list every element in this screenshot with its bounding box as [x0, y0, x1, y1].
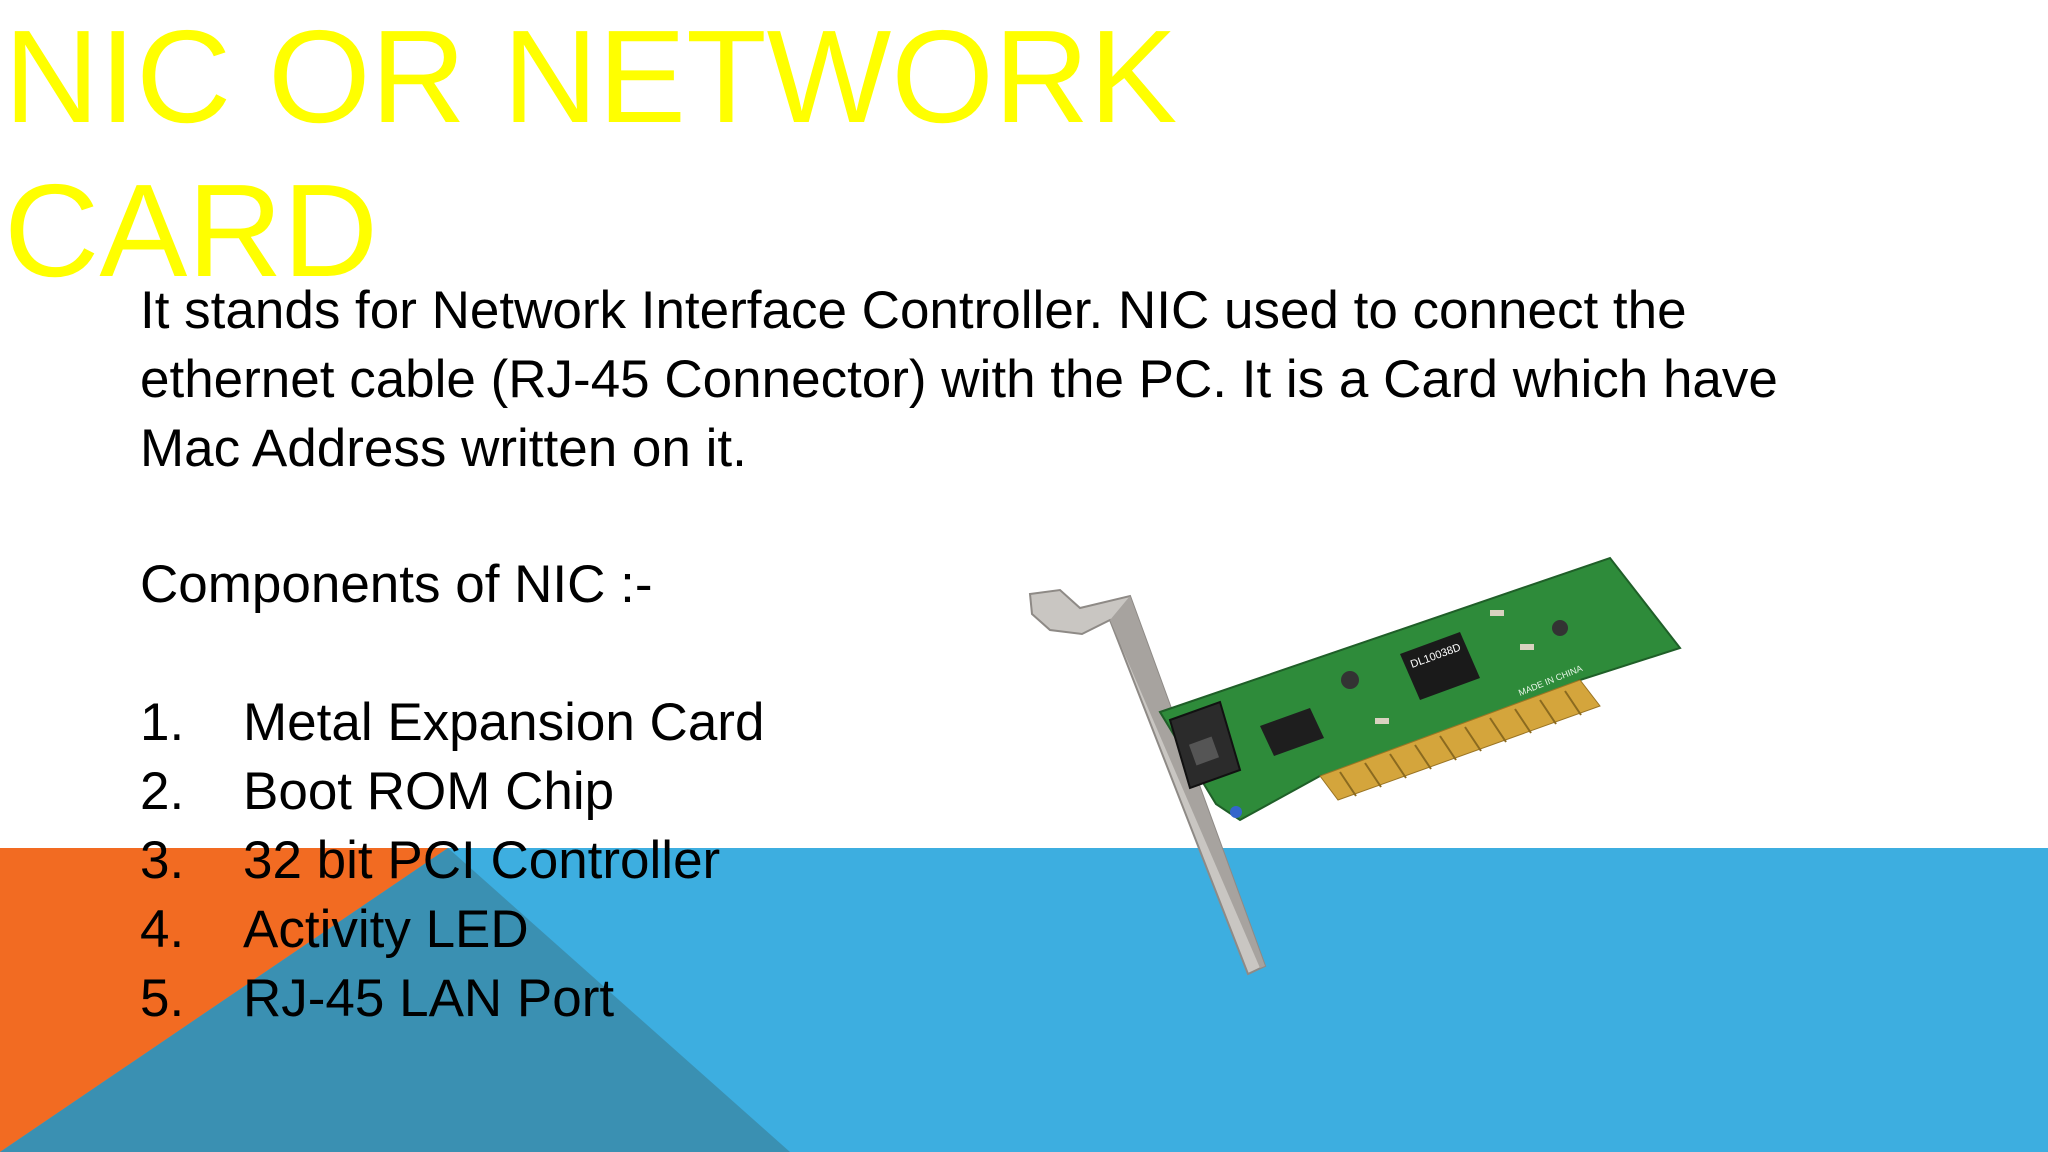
- title-line-1: NIC OR NETWORK: [4, 3, 1178, 150]
- activity-led: [1230, 806, 1242, 818]
- list-item: 4. Activity LED: [140, 895, 764, 964]
- network-card-image: DL10038D MADE IN CHINA: [1028, 556, 1682, 976]
- list-item: 3. 32 bit PCI Controller: [140, 826, 764, 895]
- controller-chip: [1400, 632, 1480, 700]
- capacitor: [1341, 671, 1359, 689]
- description: It stands for Network Interface Controll…: [140, 276, 1940, 483]
- pci-pins: [1339, 690, 1582, 797]
- dark-triangle: [0, 848, 790, 1152]
- pci-connector: [1319, 679, 1601, 801]
- resistor: [1490, 610, 1504, 616]
- list-item: 2. Boot ROM Chip: [140, 757, 764, 826]
- boot-rom-socket: [1260, 708, 1324, 756]
- list-label: Boot ROM Chip: [243, 762, 615, 821]
- list-number: 3.: [140, 831, 185, 890]
- list-label: Activity LED: [243, 900, 529, 959]
- title-line-2: CARD: [4, 157, 379, 304]
- list-item: 1. Metal Expansion Card: [140, 688, 764, 757]
- list-number: 4.: [140, 900, 185, 959]
- description-line: It stands for Network Interface Controll…: [140, 281, 1687, 340]
- resistor: [1375, 718, 1389, 724]
- list-label: 32 bit PCI Controller: [243, 831, 721, 890]
- description-line: Mac Address written on it.: [140, 419, 747, 478]
- components-list: 1. Metal Expansion Card 2. Boot ROM Chip…: [140, 688, 764, 1033]
- rj45-opening: [1188, 736, 1220, 766]
- list-label: Metal Expansion Card: [243, 693, 765, 752]
- list-number: 5.: [140, 969, 185, 1028]
- slide-title: NIC OR NETWORK CARD: [4, 0, 1204, 308]
- list-number: 1.: [140, 693, 185, 752]
- list-label: RJ-45 LAN Port: [243, 969, 615, 1028]
- capacitor: [1552, 620, 1568, 636]
- resistor: [1520, 644, 1534, 650]
- list-item: 5. RJ-45 LAN Port: [140, 964, 764, 1033]
- description-line: ethernet cable (RJ-45 Connector) with th…: [140, 350, 1778, 409]
- list-number: 2.: [140, 762, 185, 821]
- components-heading: Components of NIC :-: [140, 555, 653, 614]
- description-paragraph: It stands for Network Interface Controll…: [140, 276, 1940, 483]
